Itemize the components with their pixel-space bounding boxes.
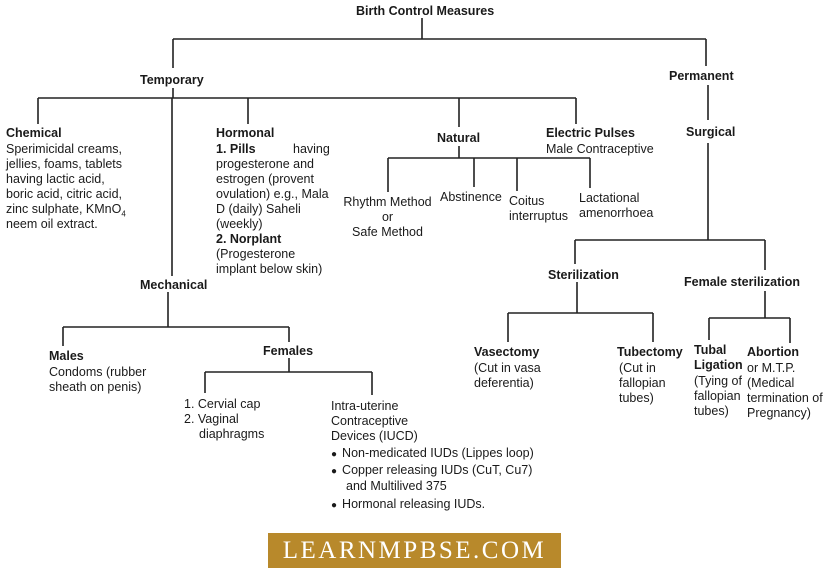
males-line: Condoms (rubber — [49, 365, 147, 379]
iud-list-item-continued: and Multilived 375 — [346, 479, 447, 493]
natural-title: Natural — [437, 131, 481, 145]
chemical-line-kmno4: zinc sulphate, KMnO4 — [6, 202, 126, 222]
permanent-node: Permanent — [669, 69, 734, 83]
norplant-line: implant below skin) — [216, 262, 323, 276]
females-title: Females — [263, 344, 314, 358]
coitus-line: Coitus — [509, 194, 545, 208]
tubectomy-title: Tubectomy — [617, 345, 683, 359]
lactational-line: amenorrhoea — [579, 206, 654, 220]
electric-subtitle: Male Contraceptive — [546, 142, 654, 156]
barrier-line: 2. Vaginal — [184, 412, 239, 426]
watermark-banner: LEARNMPBSE.COM — [268, 533, 561, 568]
watermark-text: LEARNMPBSE.COM — [282, 536, 547, 564]
temporary-node: Temporary — [140, 73, 204, 87]
chemical-line: neem oil extract. — [6, 217, 98, 231]
abortion-line: Pregnancy) — [747, 406, 811, 420]
chemical-line: having lactic acid, — [6, 172, 105, 186]
norplant-line: (Progesterone — [216, 247, 296, 261]
chemical-line: Sperimicidal creams, — [6, 142, 123, 156]
chemical-subscript: 4 — [121, 209, 126, 219]
tubectomy-line: tubes) — [619, 391, 654, 405]
rhythm-line: Safe Method — [352, 225, 423, 239]
hormonal-line: ovulation) e.g., Mala — [216, 187, 329, 201]
pills-label: 1. Pills — [216, 142, 256, 156]
iucd-line: Devices (IUCD) — [331, 429, 418, 443]
chemical-title: Chemical — [6, 126, 62, 140]
tubal-line: (Tying of — [694, 374, 742, 388]
chemical-line: jellies, foams, tablets — [6, 157, 123, 171]
abortion-line: (Medical — [747, 376, 795, 390]
abortion-title: Abortion — [747, 345, 800, 359]
surgical-node: Surgical — [686, 125, 736, 139]
tubal-title: Ligation — [694, 358, 743, 372]
hormonal-title: Hormonal — [216, 126, 275, 140]
iucd-line: Intra-uterine — [331, 399, 399, 413]
root-node: Birth Control Measures — [356, 4, 495, 18]
males-title: Males — [49, 349, 84, 363]
iucd-line: Contraceptive — [331, 414, 409, 428]
rhythm-line: or — [381, 210, 394, 224]
abstinence-label: Abstinence — [440, 190, 502, 204]
vasectomy-line: deferentia) — [474, 376, 534, 390]
hormonal-line: D (daily) Saheli — [216, 202, 301, 216]
hormonal-line: estrogen (provent — [216, 172, 314, 186]
lactational-line: Lactational — [579, 191, 640, 205]
iud-list-item: Copper releasing IUDs (CuT, Cu7) — [331, 463, 532, 479]
abortion-line: or M.T.P. — [747, 361, 796, 375]
hormonal-line: progesterone and — [216, 157, 314, 171]
hormonal-line: (weekly) — [216, 217, 263, 231]
tubal-line: tubes) — [694, 404, 729, 418]
tubectomy-line: fallopian — [619, 376, 666, 390]
tubal-line: fallopian — [694, 389, 741, 403]
hormonal-line: having — [293, 142, 330, 156]
female-sterilization-node: Female sterilization — [684, 275, 801, 289]
rhythm-line: Rhythm Method — [343, 195, 432, 209]
iud-list-item: Non-medicated IUDs (Lippes loop) — [331, 446, 534, 462]
chemical-line-text: zinc sulphate, KMnO — [6, 202, 122, 216]
vasectomy-line: (Cut in vasa — [474, 361, 541, 375]
barrier-line: 1. Cervial cap — [184, 397, 261, 411]
electric-title: Electric Pulses — [546, 126, 635, 140]
vasectomy-title: Vasectomy — [474, 345, 540, 359]
chemical-line: boric acid, citric acid, — [6, 187, 123, 201]
tubectomy-line: (Cut in — [619, 361, 656, 375]
abortion-line: termination of — [747, 391, 823, 405]
barrier-line: diaphragms — [199, 427, 265, 441]
iud-list-item: Hormonal releasing IUDs. — [331, 497, 485, 513]
mechanical-node: Mechanical — [140, 278, 208, 292]
norplant-label: 2. Norplant — [216, 232, 282, 246]
coitus-line: interruptus — [509, 209, 569, 223]
sterilization-node: Sterilization — [548, 268, 619, 282]
males-line: sheath on penis) — [49, 380, 142, 394]
tubal-title: Tubal — [694, 343, 727, 357]
